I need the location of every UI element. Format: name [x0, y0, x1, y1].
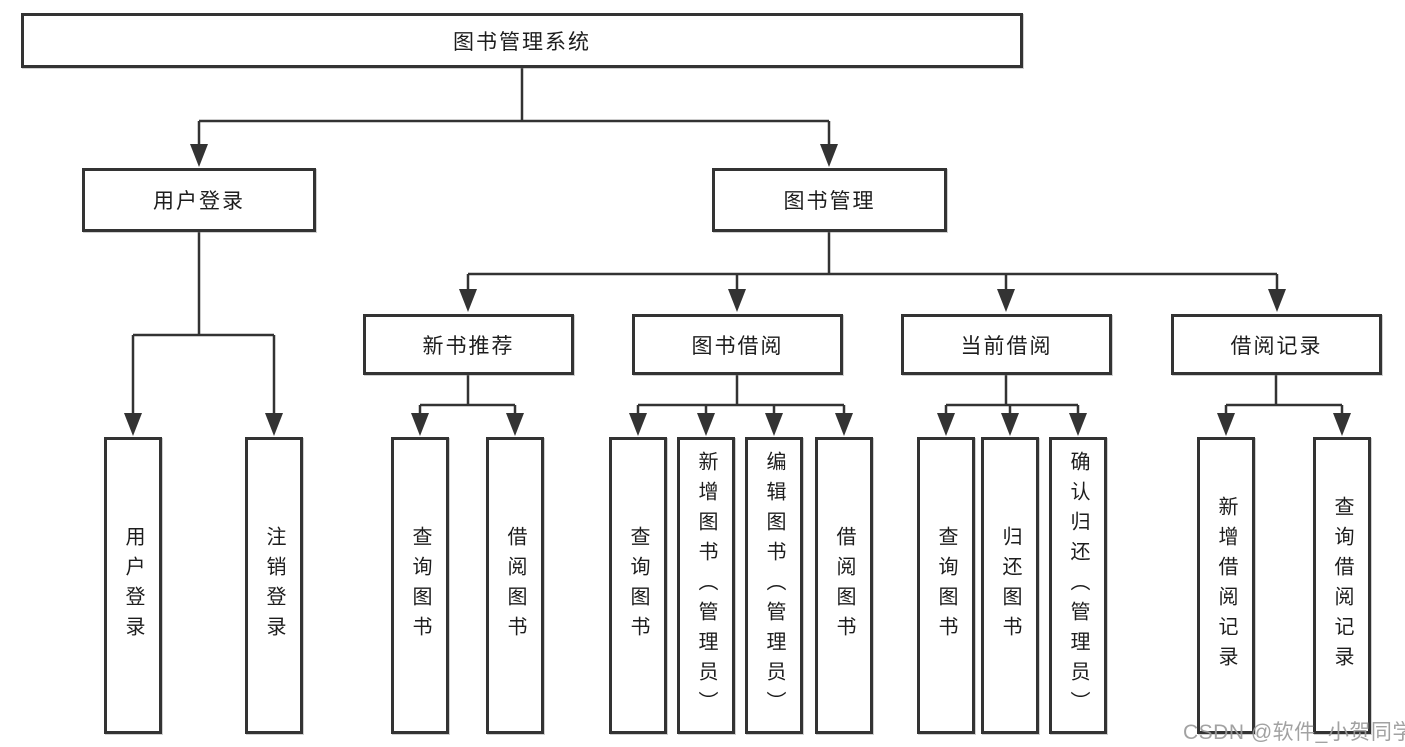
- csdn-watermark: CSDN @软件_小贺同学: [1183, 721, 1405, 744]
- leaf-logout-label: 注销登录: [263, 525, 285, 646]
- leaf-record-query-label: 查询借阅记录: [1331, 495, 1353, 676]
- node-root-label: 图书管理系统: [453, 30, 591, 54]
- node-root: 图书管理系统: [21, 13, 1023, 68]
- leaf-user-login: 用户登录: [104, 437, 162, 734]
- leaf-record-add: 新增借阅记录: [1197, 437, 1255, 734]
- leaf-current-query-label: 查询图书: [935, 525, 957, 646]
- node-new-book-label: 新书推荐: [422, 334, 515, 358]
- leaf-borrow-query-label: 查询图书: [627, 525, 649, 646]
- leaf-current-return: 归还图书: [981, 437, 1039, 734]
- node-new-book: 新书推荐: [363, 314, 574, 375]
- leaf-borrow-borrow-label: 借阅图书: [833, 525, 855, 646]
- node-book-mgmt: 图书管理: [712, 168, 947, 232]
- node-current-borrow: 当前借阅: [901, 314, 1112, 375]
- leaf-current-query: 查询图书: [917, 437, 975, 734]
- leaf-current-confirm-admin-label: 确认归还（管理员）: [1067, 450, 1089, 721]
- node-borrow-record-label: 借阅记录: [1230, 334, 1323, 358]
- leaf-record-add-label: 新增借阅记录: [1215, 495, 1237, 676]
- node-book-borrow: 图书借阅: [632, 314, 843, 375]
- node-user-login: 用户登录: [82, 168, 316, 232]
- leaf-logout: 注销登录: [245, 437, 303, 734]
- leaf-newbook-query-label: 查询图书: [409, 525, 431, 646]
- leaf-borrow-edit-admin-label: 编辑图书（管理员）: [763, 450, 785, 721]
- leaf-borrow-query: 查询图书: [609, 437, 667, 734]
- leaf-borrow-edit-admin: 编辑图书（管理员）: [745, 437, 803, 734]
- leaf-borrow-borrow: 借阅图书: [815, 437, 873, 734]
- leaf-record-query: 查询借阅记录: [1313, 437, 1371, 734]
- node-book-borrow-label: 图书借阅: [691, 334, 784, 358]
- node-borrow-record: 借阅记录: [1171, 314, 1382, 375]
- leaf-borrow-add-admin: 新增图书（管理员）: [677, 437, 735, 734]
- node-current-borrow-label: 当前借阅: [960, 334, 1053, 358]
- node-book-mgmt-label: 图书管理: [783, 190, 876, 213]
- leaf-newbook-borrow: 借阅图书: [486, 437, 544, 734]
- node-user-login-label: 用户登录: [153, 190, 245, 213]
- leaf-borrow-add-admin-label: 新增图书（管理员）: [695, 450, 717, 721]
- arrowheads: [124, 144, 1351, 436]
- leaf-current-return-label: 归还图书: [999, 525, 1021, 646]
- leaf-user-login-label: 用户登录: [122, 525, 144, 646]
- leaf-newbook-borrow-label: 借阅图书: [504, 525, 526, 646]
- leaf-current-confirm-admin: 确认归还（管理员）: [1049, 437, 1107, 734]
- leaf-newbook-query: 查询图书: [391, 437, 449, 734]
